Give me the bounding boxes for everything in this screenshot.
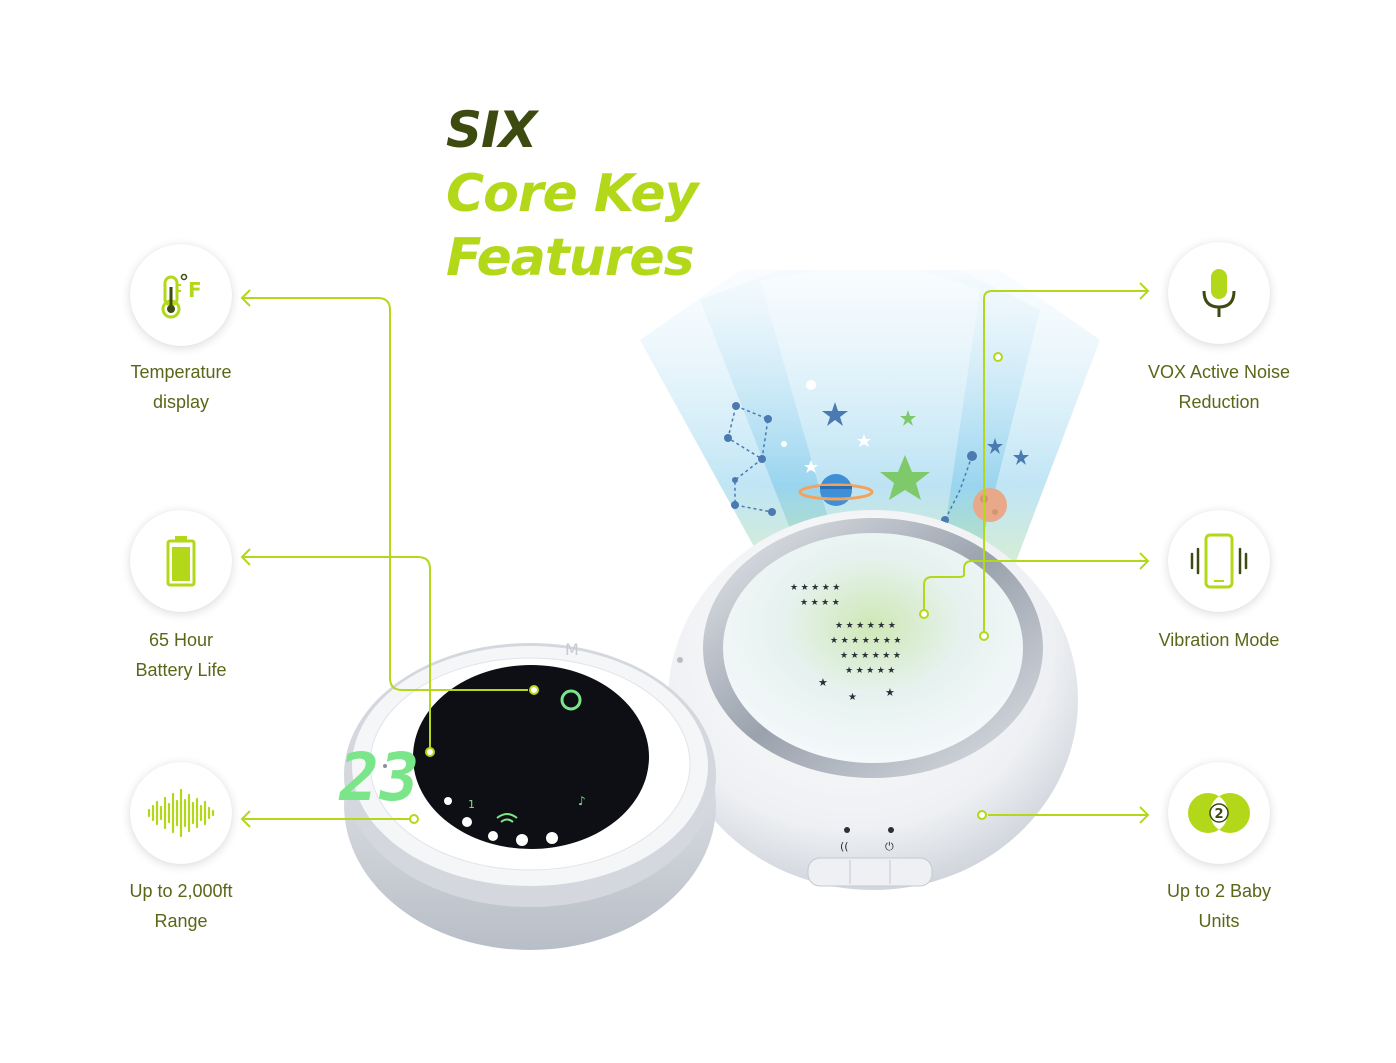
dome-stars: ★ ★ ★ ★ ★ ★ ★ ★ ★ ★ ★ ★ ★ ★ ★ ★ ★ ★ ★ ★ …: [790, 582, 901, 703]
svg-text:★ ★ ★ ★ ★: ★ ★ ★ ★ ★: [845, 665, 895, 675]
range-feature-label: Up to 2,000ft Range: [61, 876, 301, 936]
units-label-line1: Up to 2 Baby: [1166, 881, 1272, 901]
baby-unit: ★ ★ ★ ★ ★ ★ ★ ★ ★ ★ ★ ★ ★ ★ ★ ★ ★ ★ ★ ★ …: [668, 510, 1078, 890]
headline: SIX Core Key Features: [446, 98, 699, 290]
temperature-feature-badge: F: [130, 244, 232, 346]
headline-core-key: Core Key: [446, 164, 699, 224]
battery-feature-badge: [130, 510, 232, 612]
night-sky-decoration: [724, 380, 1029, 536]
range-label-line2: Range: [154, 911, 208, 931]
thermometer-fahrenheit-icon: F: [161, 273, 202, 319]
svg-text:★: ★: [848, 692, 857, 703]
units-feature-badge: 2: [1168, 762, 1270, 864]
temperature-feature-label: Temperature display: [61, 357, 301, 417]
svg-text:F: F: [188, 278, 202, 302]
two-units-icon: 2: [1188, 793, 1250, 833]
battery-label-line1: 65 Hour: [148, 630, 214, 650]
two-units-badge-number: 2: [1214, 807, 1223, 822]
battery-icon: [166, 536, 196, 587]
vox-label-line1: VOX Active Noise: [1147, 362, 1291, 382]
microphone-icon: [1202, 269, 1236, 317]
lcd-signal-level: 1: [468, 798, 475, 811]
battery-feature-label: 65 Hour Battery Life: [61, 625, 301, 685]
temperature-label-line1: Temperature: [130, 362, 232, 382]
svg-text:★ ★ ★ ★ ★: ★ ★ ★ ★ ★: [790, 582, 840, 592]
temperature-reading: 23: [332, 738, 425, 815]
vibration-feature-badge: [1168, 510, 1270, 612]
vibrating-phone-icon: [1190, 533, 1248, 589]
svg-text:⏻: ⏻: [885, 840, 894, 853]
range-label-line1: Up to 2,000ft: [129, 881, 233, 901]
vox-feature-badge: [1168, 242, 1270, 344]
temperature-label-line2: display: [152, 392, 210, 412]
svg-text:♪: ♪: [578, 794, 586, 808]
connector-lines: [240, 282, 1150, 828]
svg-text:★ ★ ★ ★ ★ ★: ★ ★ ★ ★ ★ ★: [840, 650, 901, 660]
vibration-label-line1: Vibration Mode: [1158, 630, 1280, 650]
svg-text:((: ((: [840, 840, 849, 853]
svg-text:M: M: [565, 640, 579, 659]
headline-features: Features: [446, 228, 695, 288]
connector-dots: [409, 352, 1003, 824]
units-label-line2: Units: [1198, 911, 1240, 931]
svg-text:★: ★: [885, 687, 895, 699]
range-feature-badge: [130, 762, 232, 864]
svg-text:★ ★ ★ ★ ★ ★: ★ ★ ★ ★ ★ ★: [835, 620, 896, 630]
units-feature-label: Up to 2 Baby Units: [1099, 876, 1339, 936]
battery-label-line2: Battery Life: [135, 660, 227, 680]
svg-text:★ ★ ★ ★: ★ ★ ★ ★: [800, 597, 840, 607]
lcd-digits: 23: [332, 738, 425, 815]
vibration-feature-label: Vibration Mode: [1099, 625, 1339, 655]
vox-feature-label: VOX Active Noise Reduction: [1099, 357, 1339, 417]
svg-text:★ ★ ★ ★ ★ ★ ★: ★ ★ ★ ★ ★ ★ ★: [830, 635, 901, 645]
vox-label-line2: Reduction: [1178, 392, 1260, 412]
svg-text:★: ★: [818, 677, 828, 689]
parent-unit: 23 1 ♪ M: [332, 640, 716, 950]
sound-wave-icon: [147, 788, 215, 838]
headline-six: SIX: [446, 101, 537, 159]
